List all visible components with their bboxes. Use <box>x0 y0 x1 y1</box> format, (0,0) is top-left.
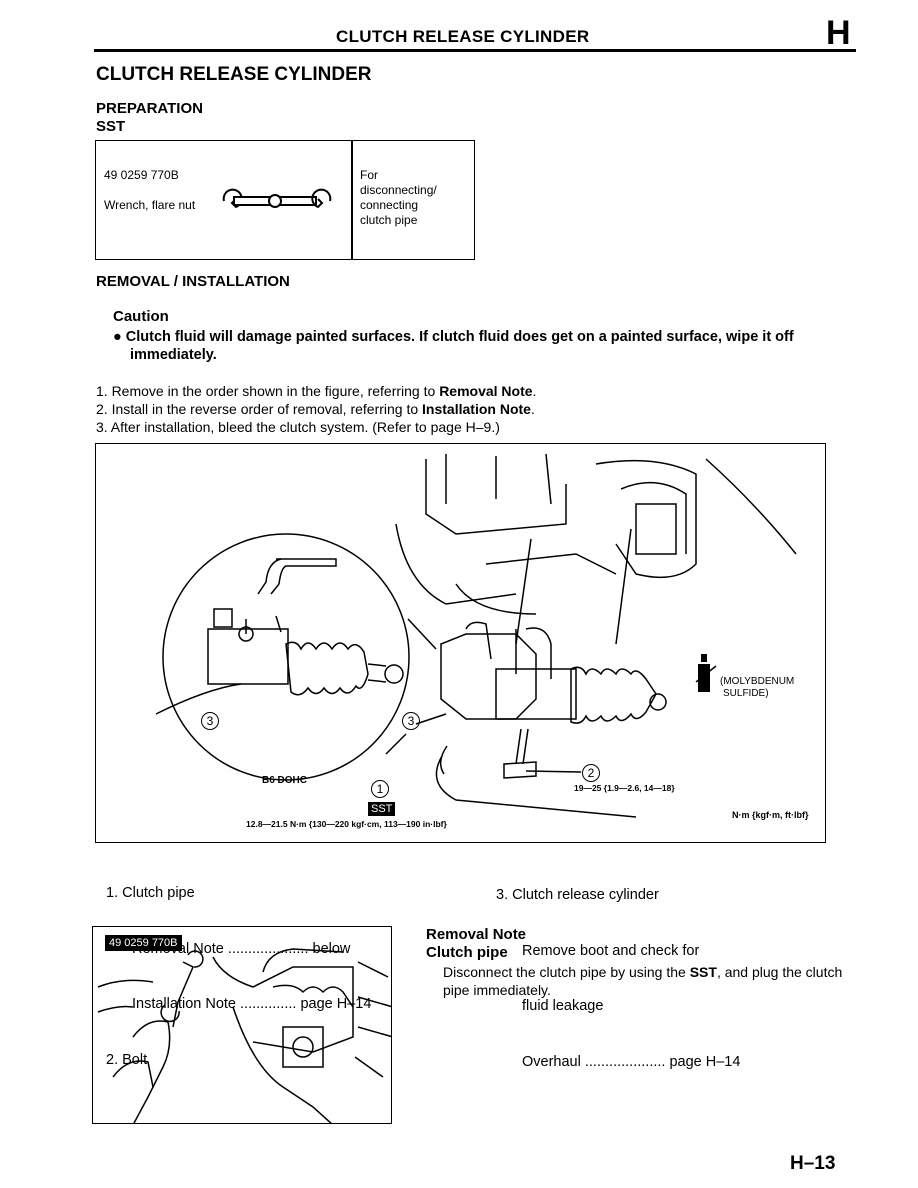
removal-note-heading: Removal Note <box>426 926 527 943</box>
lubricant-label: (MOLYBDENUM SULFIDE) <box>720 676 795 699</box>
removal-installation-heading: REMOVAL / INSTALLATION <box>96 273 290 290</box>
sst-part-tag: 49 0259 770B <box>105 933 182 951</box>
page-header-title: CLUTCH RELEASE CYLINDER <box>336 27 590 46</box>
legend-item-1-note-2: Installation Note .............. page H–… <box>132 996 372 1012</box>
flare-nut-wrench-icon <box>222 188 332 209</box>
step-3: 3. After installation, bleed the clutch … <box>96 419 500 435</box>
sst-part-number: 49 0259 770B <box>104 168 179 182</box>
procedure-steps: 1. Remove in the order shown in the figu… <box>96 382 536 436</box>
page-title: CLUTCH RELEASE CYLINDER <box>96 64 372 85</box>
sst-table <box>95 140 475 260</box>
bullet-icon: ● <box>113 329 126 345</box>
wrench-on-pipe-illustration <box>97 948 391 1123</box>
caution-text: Clutch fluid will damage painted surface… <box>125 329 794 363</box>
bolt-torque-spec: 19—25 {1.9—2.6, 14—18} <box>574 783 675 793</box>
caution-label: Caution <box>113 308 169 325</box>
sst-tool-name: Wrench, flare nut <box>104 198 196 212</box>
legend-item-1: 1. Clutch pipe <box>106 885 195 901</box>
legend-item-3: 3. Clutch release cylinder <box>496 887 659 903</box>
sst-tag: SST <box>368 799 396 817</box>
sst-purpose-line: connecting <box>360 198 419 212</box>
step-1: 1. Remove in the order shown in the figu… <box>96 383 537 399</box>
sst-purpose-line: clutch pipe <box>360 213 418 227</box>
sst-usage-illustration: 49 0259 770B <box>92 926 392 1124</box>
pipe-torque-spec: 12.8—21.5 N·m {130—220 kgf·cm, 113—190 i… <box>246 819 447 829</box>
legend-right: 3. Clutch release cylinder Remove boot a… <box>496 849 740 1090</box>
legend-item-3-note-1: Remove boot and check for <box>522 942 700 959</box>
removal-note-text: Disconnect the clutch pipe by using the … <box>443 964 843 998</box>
clutch-release-cylinder-illustration <box>155 453 797 818</box>
removal-note-subheading: Clutch pipe <box>426 944 508 961</box>
sst-subheading: SST <box>96 118 126 135</box>
legend-item-3-note-2: fluid leakage <box>522 998 604 1014</box>
section-letter: H <box>826 14 851 52</box>
page-number: H–13 <box>790 1153 836 1174</box>
grease-can-icon <box>698 654 710 692</box>
preparation-heading: PREPARATION <box>96 100 203 117</box>
sst-purpose-line: disconnecting/ <box>360 183 437 197</box>
caution-bullet: ● Clutch fluid will damage painted surfa… <box>113 328 880 364</box>
callout-3-right: 3 <box>402 712 420 730</box>
callout-1: 1 <box>371 780 389 798</box>
engine-label: B6 DOHC <box>262 775 308 786</box>
sst-purpose: For disconnecting/ connecting clutch pip… <box>360 168 437 228</box>
legend-item-3-note-3: Overhaul .................... page H–14 <box>522 1053 741 1070</box>
step-2: 2. Install in the reverse order of remov… <box>96 401 535 417</box>
callout-2: 2 <box>582 764 600 782</box>
exploded-view-figure: 3 3 1 2 B6 DOHC SST (MOLYBDENUM SULFIDE)… <box>95 443 826 843</box>
torque-units: N·m {kgf·m, ft·lbf} <box>732 810 809 820</box>
header-rule <box>94 49 856 52</box>
callout-3-left: 3 <box>201 712 219 730</box>
sst-table-divider <box>351 140 353 260</box>
sst-purpose-line: For <box>360 168 378 182</box>
